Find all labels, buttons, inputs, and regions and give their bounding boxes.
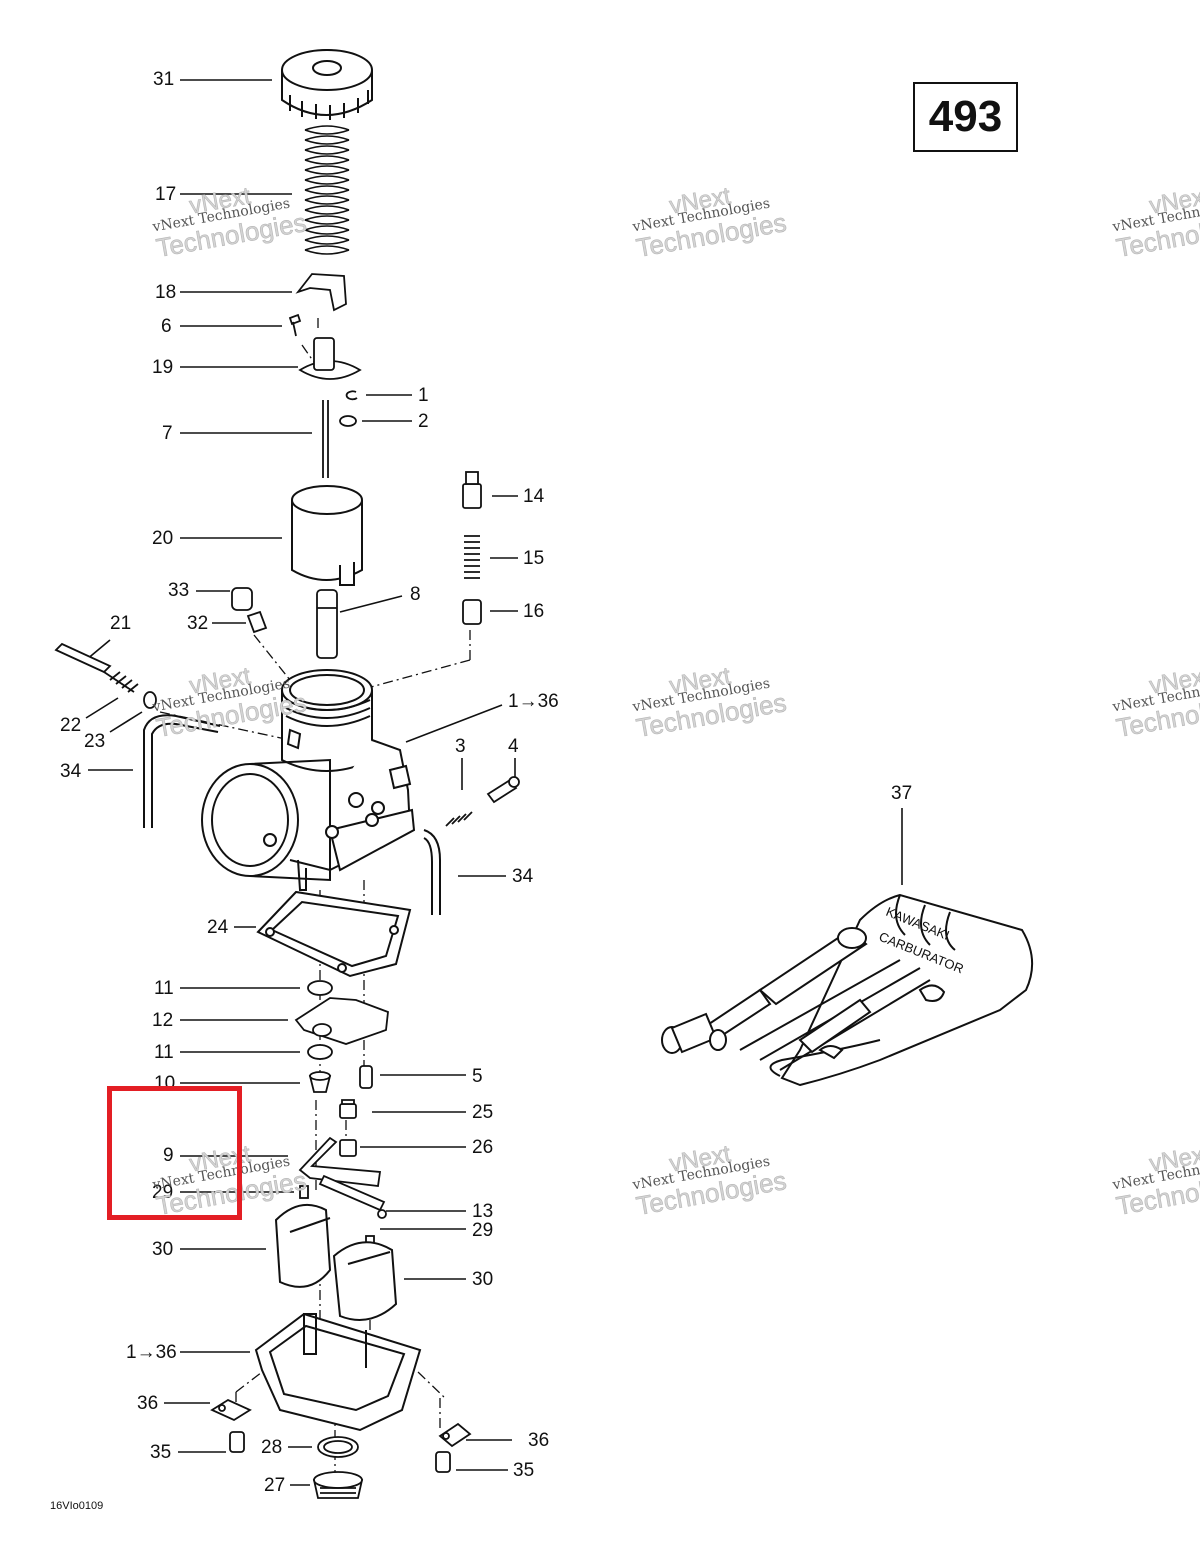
callout-21: 21	[110, 613, 132, 634]
callout-11-lower: 11	[154, 1042, 174, 1063]
callout-37: 37	[891, 783, 913, 804]
callout-16: 16	[523, 601, 545, 622]
callout-34-right: 34	[512, 866, 534, 887]
callout-28: 28	[261, 1437, 283, 1458]
drawing-code: 16VIo0109	[50, 1500, 104, 1512]
callout-19: 19	[152, 357, 174, 378]
callout-29-right: 29	[472, 1220, 494, 1241]
callout-18: 18	[155, 282, 177, 303]
callout-26: 26	[472, 1137, 494, 1158]
callout-7: 7	[162, 423, 173, 444]
callout-31: 31	[153, 69, 175, 90]
callout-24: 24	[207, 917, 229, 938]
callout-36-right: 36	[528, 1430, 550, 1451]
callout-2: 2	[418, 411, 429, 432]
callout-30-left: 30	[152, 1239, 174, 1260]
callout-12: 12	[152, 1010, 174, 1031]
callout-34-left: 34	[60, 761, 82, 782]
callout-9: 9	[163, 1145, 174, 1166]
callout-8: 8	[410, 584, 421, 605]
callout-22: 22	[60, 715, 82, 736]
callout-30-right: 30	[472, 1269, 494, 1290]
callout-5: 5	[472, 1066, 483, 1087]
callout-1: 1	[418, 385, 429, 406]
callout-4: 4	[508, 736, 519, 757]
callout-33: 33	[168, 580, 190, 601]
callout-23: 23	[84, 731, 106, 752]
callout-17: 17	[155, 184, 177, 205]
callout-25: 25	[472, 1102, 494, 1123]
page-number-box: 493	[913, 82, 1018, 152]
callout-27: 27	[264, 1475, 286, 1496]
callout-15: 15	[523, 548, 545, 569]
callout-1-to-36: 1→36	[508, 691, 559, 712]
callout-35-right: 35	[513, 1460, 535, 1481]
callout-13: 13	[472, 1201, 494, 1222]
selection-highlight-box[interactable]	[107, 1086, 242, 1220]
callout-1-to-36-bowl: 1→36	[126, 1342, 177, 1363]
callout-29-left: 29	[152, 1182, 174, 1203]
callout-11-upper: 11	[154, 978, 174, 999]
callout-32: 32	[187, 613, 209, 634]
callout-36-left: 36	[137, 1393, 159, 1414]
callout-20: 20	[152, 528, 174, 549]
callout-14: 14	[523, 486, 545, 507]
callout-35-left: 35	[150, 1442, 172, 1463]
callout-3: 3	[455, 736, 466, 757]
callout-6: 6	[161, 316, 172, 337]
